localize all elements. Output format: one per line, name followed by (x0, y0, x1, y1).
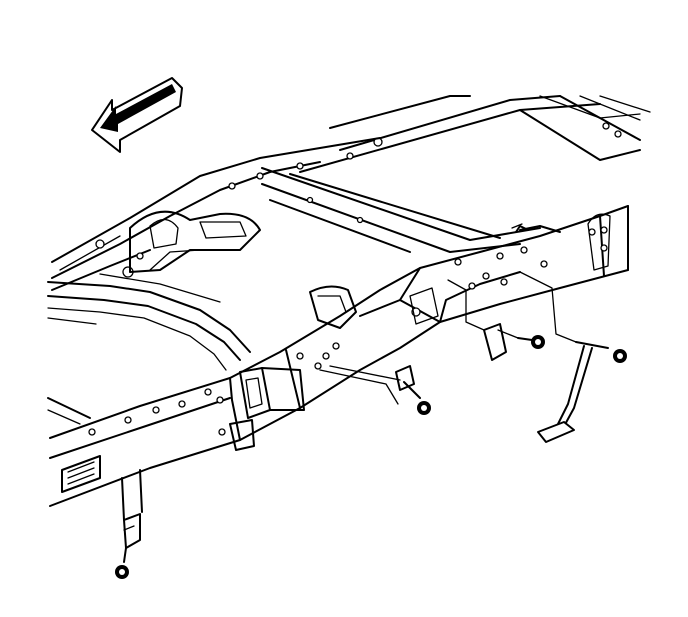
lower-bracket-bolt (115, 469, 143, 579)
front-direction-arrow-icon (91, 77, 183, 153)
front-frame-end (511, 223, 561, 233)
frame-label-plate-icon (61, 455, 101, 493)
brake-lines (47, 273, 251, 371)
left-lower-crossmember (47, 397, 91, 425)
left-suspension-mount (129, 210, 261, 273)
left-frame-rail (51, 137, 381, 291)
rear-crossmember (299, 95, 651, 173)
brake-line-clip-right (519, 271, 627, 443)
right-frame-rail (49, 205, 629, 507)
center-crossmember (261, 167, 541, 253)
right-body-mount (229, 285, 439, 451)
brake-line-clip-left (319, 365, 431, 415)
brake-line-clip-center (447, 279, 545, 361)
